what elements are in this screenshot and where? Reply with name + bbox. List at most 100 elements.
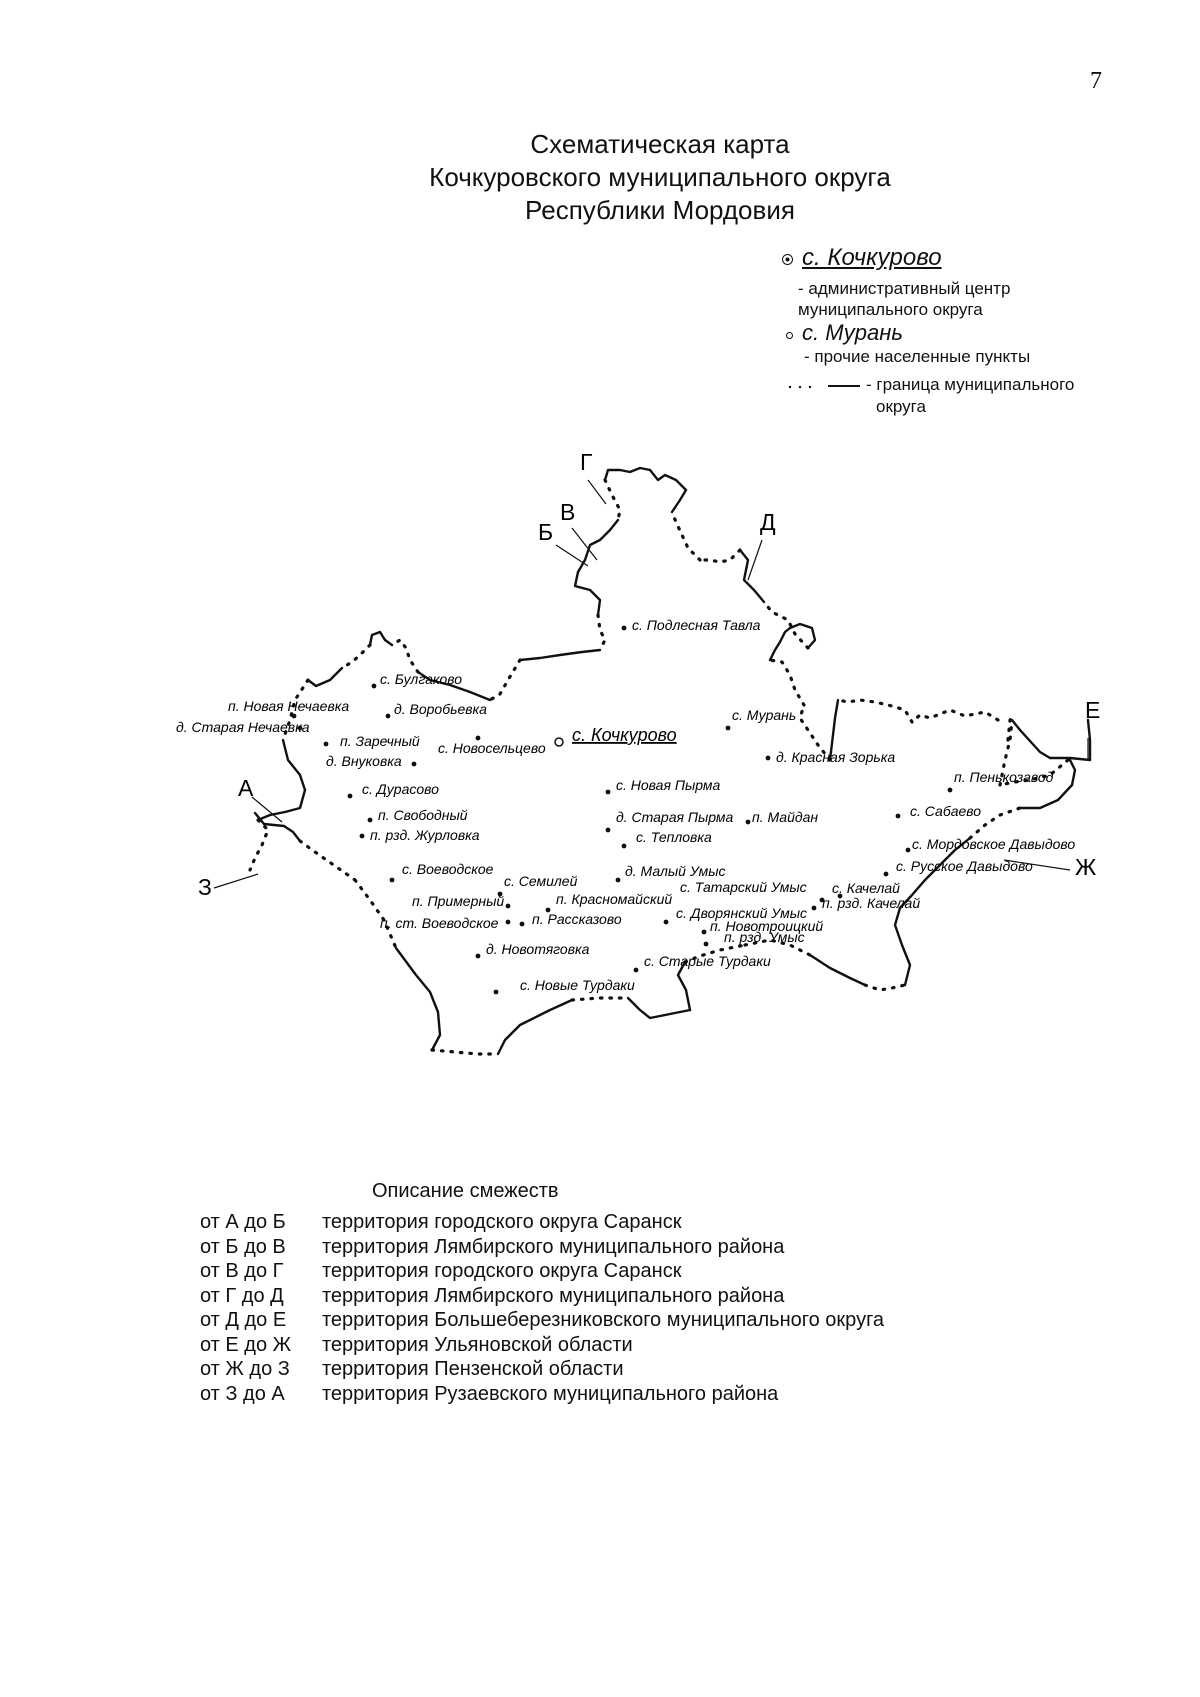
admin-center-symbol-icon bbox=[782, 254, 793, 265]
settlement-label: д. Старая Нечаевка bbox=[176, 719, 310, 735]
settlement-symbol-icon bbox=[786, 332, 793, 339]
settlement-label: с. Русское Давыдово bbox=[896, 858, 1033, 874]
legend-center-desc-line-1: - административный центр bbox=[798, 279, 1011, 298]
title-line-1: Схематическая карта bbox=[530, 129, 790, 159]
adjacency-territory: территория Лямбирского муниципального ра… bbox=[322, 1235, 785, 1258]
border-point-label: Б bbox=[538, 519, 553, 545]
settlement-label: с. Татарский Умыс bbox=[680, 879, 807, 895]
page-number: 7 bbox=[1090, 68, 1102, 94]
settlement-label: с. Старые Турдаки bbox=[644, 953, 771, 969]
border-point-pointer bbox=[555, 544, 589, 567]
border-point-pointer bbox=[587, 479, 607, 505]
border-point-pointer bbox=[1003, 859, 1071, 871]
settlement-marker bbox=[371, 683, 377, 689]
adjacency-range: от Б до В bbox=[200, 1235, 286, 1258]
settlement-label: д. Новотяговка bbox=[486, 941, 590, 957]
settlement-marker bbox=[347, 793, 353, 799]
border-point-pointer bbox=[213, 873, 259, 889]
settlement-marker bbox=[519, 921, 525, 927]
border-point-label: Г bbox=[580, 449, 593, 475]
adjacency-row: от Б до В территория Лямбирского муниципа… bbox=[200, 1235, 884, 1260]
settlement-label: п. Красномайский bbox=[556, 891, 672, 907]
settlement-label: п. ст. Воеводское bbox=[380, 915, 499, 931]
adjacency-range: от Д до Е bbox=[200, 1309, 287, 1331]
adjacency-range: от Ж до З bbox=[200, 1358, 290, 1380]
settlement-marker bbox=[895, 813, 901, 819]
settlement-marker bbox=[359, 833, 365, 839]
settlement-marker bbox=[385, 713, 391, 719]
settlement-marker bbox=[819, 897, 825, 903]
settlement-label: с. Мурань bbox=[732, 707, 796, 723]
settlement-marker bbox=[745, 819, 751, 825]
settlement-label: п. рзд. Журловка bbox=[370, 827, 480, 843]
settlement-marker bbox=[411, 761, 417, 767]
admin-center-label: с. Кочкурово bbox=[572, 725, 677, 745]
settlement-label: с. Подлесная Тавла bbox=[632, 617, 761, 633]
settlement-label: п. Новотроицкий bbox=[710, 918, 823, 934]
adjacency-territory: территория Лямбирского муниципального ра… bbox=[322, 1284, 785, 1307]
settlement-marker bbox=[725, 725, 731, 731]
settlement-marker bbox=[703, 941, 709, 947]
adjacency-territory: территория городского округа Саранск bbox=[322, 1260, 682, 1282]
adjacency-range: от В до Г bbox=[200, 1260, 284, 1282]
legend-center-desc: - административный центр муниципального … bbox=[798, 278, 1010, 320]
settlement-label: д. Внуковка bbox=[326, 753, 402, 769]
admin-center-marker bbox=[554, 737, 564, 747]
settlement-label: п. Примерный bbox=[412, 893, 504, 909]
legend-border-desc-line-1: - граница муниципального bbox=[866, 375, 1075, 394]
settlement-marker bbox=[811, 905, 817, 911]
border-point-label: Ж bbox=[1075, 854, 1096, 880]
border-point-label: А bbox=[238, 775, 254, 801]
settlement-marker bbox=[615, 877, 621, 883]
settlement-label: п. Заречный bbox=[340, 733, 420, 749]
title-line-3: Республики Мордовия bbox=[525, 195, 795, 225]
settlement-marker bbox=[883, 871, 889, 877]
adjacency-territory: территория Пензенской области bbox=[322, 1358, 624, 1380]
settlement-marker bbox=[765, 755, 771, 761]
settlement-marker bbox=[545, 907, 551, 913]
settlement-label: п. Майдан bbox=[752, 809, 818, 825]
settlement-label: с. Новосельцево bbox=[438, 740, 546, 756]
border-line-sample-icon bbox=[788, 385, 860, 389]
settlement-marker bbox=[367, 817, 373, 823]
legend-center-name: с. Кочкурово bbox=[802, 244, 942, 271]
settlement-label: с. Дурасово bbox=[362, 781, 439, 797]
settlement-marker bbox=[621, 843, 627, 849]
settlement-marker bbox=[291, 713, 297, 719]
settlement-label: п. Свободный bbox=[378, 807, 468, 823]
settlement-marker bbox=[633, 967, 639, 973]
settlement-label: с. Булгаково bbox=[380, 671, 462, 687]
settlement-marker bbox=[389, 877, 395, 883]
title-line-2: Кочкуровского муниципального округа bbox=[429, 162, 891, 192]
settlement-label: п. Рассказово bbox=[532, 911, 622, 927]
adjacency-territory: территория городского округа Саранск bbox=[322, 1211, 682, 1233]
settlement-label: д. Красная Зорька bbox=[776, 749, 895, 765]
settlement-marker bbox=[947, 787, 953, 793]
map-title: Схематическая карта Кочкуровского муници… bbox=[300, 128, 1020, 227]
settlement-marker bbox=[297, 725, 303, 731]
adjacency-row: от В до Г территория городского округа Са… bbox=[200, 1259, 884, 1284]
adjacency-range: от З до А bbox=[200, 1382, 285, 1405]
settlement-label: п. Пенькозавод bbox=[954, 769, 1054, 785]
settlement-marker bbox=[493, 989, 499, 995]
adjacency-row: от Ж до З территория Пензенской области bbox=[200, 1357, 884, 1382]
settlement-label: с. Новые Турдаки bbox=[520, 977, 635, 993]
settlement-marker bbox=[663, 919, 669, 925]
settlement-marker bbox=[323, 741, 329, 747]
settlement-label: п. Новая Нечаевка bbox=[228, 698, 349, 714]
settlement-marker bbox=[505, 903, 511, 909]
adjacency-title: Описание смежеств bbox=[372, 1180, 559, 1202]
settlement-label: с. Мордовское Давыдово bbox=[912, 836, 1075, 852]
border-point-pointer bbox=[571, 527, 598, 561]
settlement-marker bbox=[475, 953, 481, 959]
legend-border-desc-line-2: округа bbox=[876, 397, 926, 416]
border-point-label: В bbox=[560, 499, 575, 525]
settlement-label: п. рзд. Качелай bbox=[822, 895, 920, 911]
settlement-label: с. Сабаево bbox=[910, 803, 981, 819]
settlement-marker bbox=[837, 893, 843, 899]
